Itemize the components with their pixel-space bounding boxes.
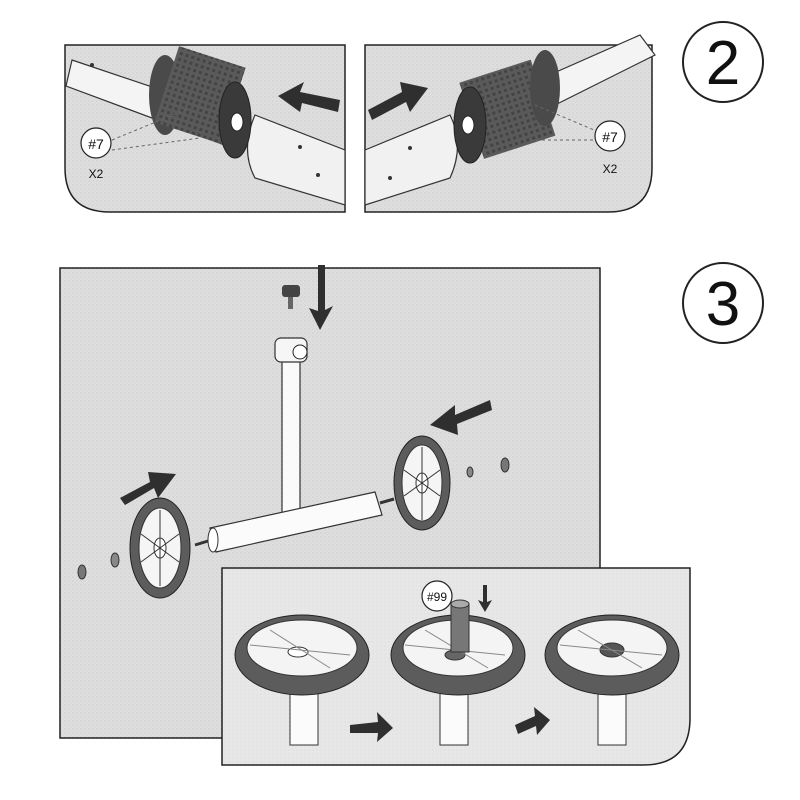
cap-part-99 <box>450 599 470 653</box>
part-label: #99 <box>427 590 447 604</box>
handle-upright <box>274 337 308 516</box>
down-arrow <box>309 265 333 330</box>
assembly-arrow <box>368 82 428 120</box>
axle-tube <box>194 491 395 553</box>
svg-text:2: 2 <box>706 29 740 98</box>
roller-part-7-right <box>453 50 560 164</box>
step-number-2: 2 <box>682 21 764 103</box>
assembly-arrow <box>278 82 340 112</box>
quantity-label: X2 <box>603 162 618 176</box>
wheel-detail-3 <box>544 614 680 746</box>
step-number-3: 3 <box>682 262 764 344</box>
part-label: #7 <box>602 129 618 145</box>
wheel-detail-1 <box>234 614 370 746</box>
knob-screw <box>282 285 300 309</box>
step-2-right-panel: #7 X2 <box>364 34 656 213</box>
quantity-label: X2 <box>89 167 104 181</box>
svg-text:3: 3 <box>706 270 740 339</box>
step-3-detail-inset: #99 <box>221 567 691 766</box>
assembly-arrow <box>350 712 393 742</box>
step-2-left-panel: #7 X2 <box>64 44 346 213</box>
down-arrow <box>478 585 492 612</box>
wheel-right <box>393 435 510 531</box>
assembly-arrow <box>430 400 492 435</box>
wheel-left <box>77 497 191 599</box>
assembly-arrow <box>515 707 550 735</box>
part-label: #7 <box>88 136 104 152</box>
assembly-arrow <box>120 472 176 505</box>
wheel-detail-2: #99 <box>390 580 526 746</box>
step-3-main-panel <box>59 265 601 739</box>
roller-part-7-left <box>149 46 252 159</box>
